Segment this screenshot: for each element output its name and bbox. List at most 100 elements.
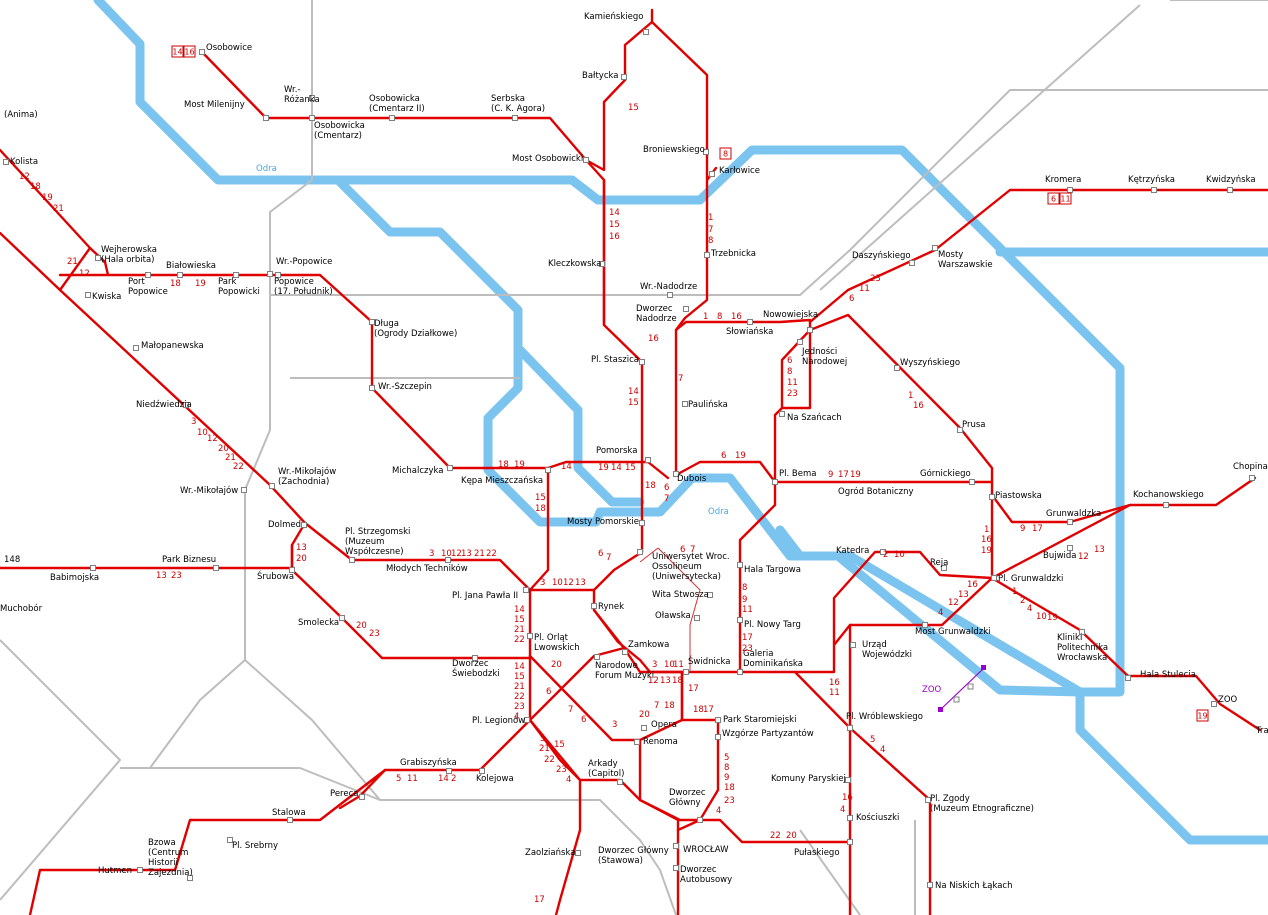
line-number-label: 10 <box>441 549 452 559</box>
polinka-label: ZOO <box>922 685 942 695</box>
line-number-label: 3 <box>429 549 434 559</box>
tram-nowowiejska <box>808 188 1268 324</box>
line-number-label: 22 <box>233 462 244 472</box>
station-label-popowice: Popowice(17. Południk) <box>274 277 333 297</box>
station-label-ogrod: Ogród Botaniczny <box>838 486 914 497</box>
route-box: 11 <box>1059 192 1072 205</box>
line-number-label: 15 <box>609 220 620 230</box>
station-label-daszynskiego: Daszyńskiego <box>852 251 911 261</box>
stop-osobowicka-cm2 <box>389 115 395 121</box>
station-label-dubois: Dubois <box>677 474 707 484</box>
line-number-label: 5 <box>724 753 729 763</box>
stop-dworzec-autobusowy <box>673 865 679 871</box>
stop-nowowiejska <box>807 327 813 333</box>
route-box: 16 <box>183 45 196 58</box>
line-number-label: 19 <box>981 546 992 556</box>
line-number-label: 3 <box>540 578 545 588</box>
line-number-label: 22 <box>486 549 497 559</box>
stop-reja <box>941 565 947 571</box>
line-number-label: 14 <box>628 387 639 397</box>
stop-pl-grunwaldzki <box>991 575 997 581</box>
stop-paulinska <box>682 401 688 407</box>
stop-galeria <box>737 669 743 675</box>
station-label-park-staromiejski: Park Staromiejski <box>723 715 796 725</box>
stop-urzad <box>850 642 856 648</box>
stop-kolejowa <box>479 768 485 774</box>
station-label-pl-jana-pawla: Pl. Jana Pawła II <box>452 591 518 601</box>
line-number-label: 21 <box>539 744 550 754</box>
stop-kliniki <box>1079 629 1085 635</box>
stop-mosty-warszawskie <box>932 245 938 251</box>
rail-northeast <box>819 4 1141 291</box>
tram-kwiska <box>0 231 532 660</box>
line-number-label: 12 <box>451 549 462 559</box>
stop-kleczkowska <box>599 261 605 267</box>
station-label-arkady: Arkady(Capitol) <box>588 759 624 779</box>
route-box-label: 19 <box>1197 712 1207 721</box>
tram-katedra <box>773 550 994 674</box>
stop-wr-mikolajow <box>241 487 247 493</box>
river-island <box>515 345 645 507</box>
stop-pl-srebrny <box>227 837 233 843</box>
line-number-label: 20 <box>551 660 562 670</box>
stop-michalczyka <box>447 465 453 471</box>
route-box: 19 <box>1196 709 1209 722</box>
stop-grunwaldzka <box>1067 519 1073 525</box>
station-label-pomorska: Pomorska <box>596 446 637 456</box>
line-number-label: 8 <box>742 583 747 593</box>
line-number-label: 6 <box>546 687 551 697</box>
station-label-kolejowa: Kolejowa <box>476 774 514 784</box>
line-number-label: 4 <box>1027 604 1032 614</box>
station-label-dworzec-stawowa: Dworzec Główny(Stawowa) <box>598 845 669 866</box>
line-number-label: 4 <box>840 805 845 815</box>
stop-bzowa <box>187 875 193 881</box>
station-label-dluga: Długa(Ogrody Działkowe) <box>374 319 457 339</box>
station-label-srubowa: Śrubowa <box>257 570 294 582</box>
line-number-label: 10 <box>1036 612 1047 622</box>
line-number-label: 7 <box>654 701 659 711</box>
line-number-label: 2 <box>883 550 888 560</box>
rail-north <box>270 89 1268 296</box>
line-number-label: 15 <box>554 740 565 750</box>
line-number-label: 16 <box>829 678 840 688</box>
station-label-park-biznesu: Park Biznesu <box>162 555 216 565</box>
stop-serbska <box>512 115 518 121</box>
line-number-label: 17 <box>703 705 714 715</box>
stop-wyszynskiego <box>894 365 900 371</box>
line-number-label: 6 <box>787 356 792 366</box>
line-number-label: 10 <box>197 428 208 438</box>
line-number-label: 20 <box>639 710 650 720</box>
stop-bujwida <box>1067 545 1073 551</box>
stop-kepa <box>545 467 551 473</box>
line-number-label: 14 <box>438 774 449 784</box>
stop-narodowe-forum <box>594 654 600 660</box>
station-label-uniwersytet: Uniwersytet Wroc.Ossolineum(Uniwersyteck… <box>652 552 730 582</box>
line-number-label: 17 <box>1032 524 1043 534</box>
station-label-kepa: Kępa Mieszczańska <box>461 476 543 486</box>
station-label-trau: Tra <box>1255 726 1268 736</box>
line-number-label: 16 <box>648 334 659 344</box>
stop-pomorska <box>645 457 651 463</box>
line-number-label: 15 <box>625 463 636 473</box>
line-number-label: 5 <box>396 774 401 784</box>
line-number-label: 11 <box>829 688 840 698</box>
line-number-label: 18 <box>664 701 675 711</box>
stop-prusa <box>957 427 963 433</box>
stop-malopanewska <box>133 345 139 351</box>
stop-koscuiszki <box>847 815 853 821</box>
station-label-serbska: Serbska(C. K. Agora) <box>491 94 545 114</box>
line-number-label: 19 <box>735 451 746 461</box>
station-label-na-szancach: Na Szańcach <box>787 413 842 423</box>
line-number-label: 10 <box>894 550 905 560</box>
station-label-kromera: Kromera <box>1045 175 1081 185</box>
tram-pomorska <box>528 468 550 592</box>
station-label-muchobor: Muchobór <box>0 603 43 614</box>
tram-osobowice <box>200 50 644 554</box>
